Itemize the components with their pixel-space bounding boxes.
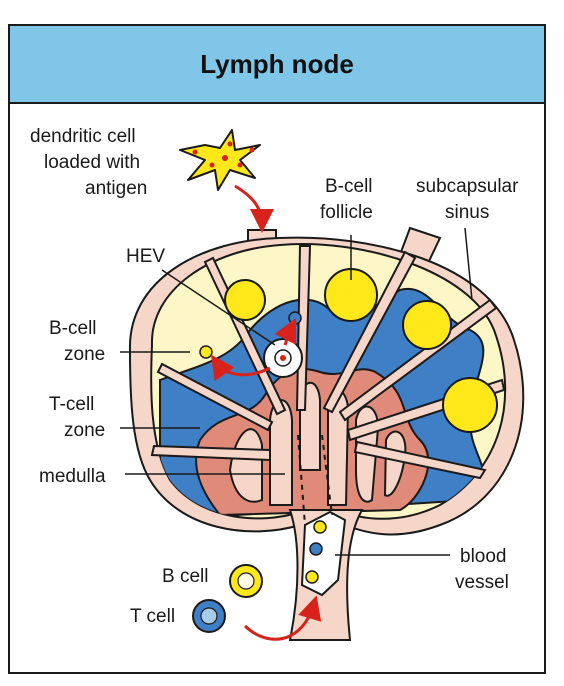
arrow-hev-to-tzone — [274, 317, 297, 346]
medulla-label: medulla — [39, 466, 106, 487]
title-bar: Lymph node — [10, 26, 544, 104]
b-cell-zone-label-2: zone — [64, 344, 105, 365]
t-cell-zone-label-2: zone — [64, 420, 105, 441]
t-cell-zone-label-1: T-cell — [49, 394, 94, 415]
hev-icon — [263, 338, 303, 378]
blood-vessel-label-1: blood — [460, 546, 507, 567]
medullary-cords — [228, 381, 407, 506]
b-cell-zone-cell — [199, 345, 213, 359]
b-cell-follicle-label-2: follicle — [320, 202, 373, 223]
follicle-1 — [224, 279, 266, 321]
b-cell-label: B cell — [162, 566, 208, 587]
leader-lines — [120, 227, 473, 556]
dendritic-cell-label-3: antigen — [85, 178, 147, 199]
arrow-dendritic-to-node — [234, 184, 274, 233]
dendritic-cell-icon — [179, 129, 261, 191]
follicle-3 — [402, 300, 452, 350]
follicle-4 — [442, 377, 498, 433]
b-cell-follicles — [224, 268, 498, 433]
b-cell-follicle-label-1: B-cell — [325, 176, 373, 197]
vessel-t-cell — [309, 542, 323, 556]
arrow-cells-to-vessel — [243, 595, 322, 641]
page-title: Lymph node — [200, 48, 354, 79]
blood-vessel-label-2: vessel — [455, 572, 509, 593]
vessel-b-cell-2 — [305, 570, 319, 584]
hev-exiting-t-cell — [288, 311, 302, 325]
subcapsular-sinus-label-2: sinus — [445, 202, 489, 223]
t-cell-icon — [192, 599, 226, 633]
hev-label: HEV — [126, 246, 165, 267]
subcapsular-sinus-label-1: subcapsular — [416, 176, 519, 197]
arrow-hev-to-bzone — [210, 354, 271, 382]
b-cell-zone-label-1: B-cell — [49, 318, 97, 339]
b-cell-icon — [229, 564, 263, 598]
vessel-b-cell — [313, 520, 327, 534]
dendritic-cell-label-1: dendritic cell — [30, 126, 136, 147]
t-cell-label: T cell — [130, 606, 175, 627]
dendritic-cell-label-2: loaded with — [44, 152, 140, 173]
